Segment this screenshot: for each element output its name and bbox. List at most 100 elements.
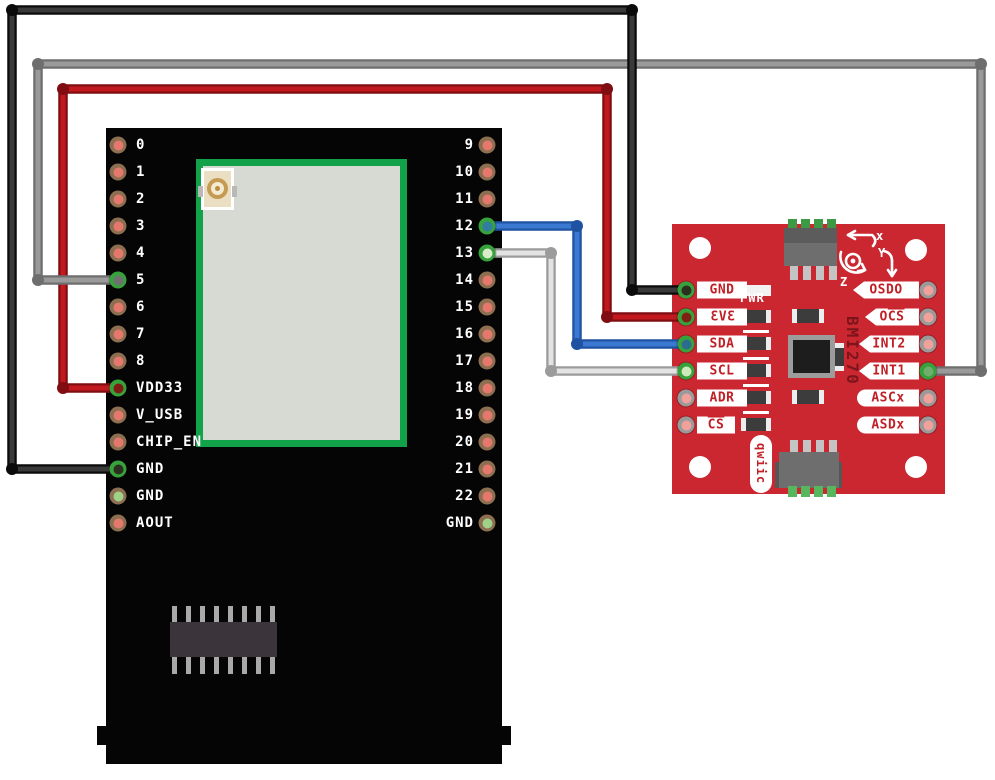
bmi270-pin-2-sda[interactable] (677, 335, 695, 353)
esp32-pin-16-10[interactable] (478, 163, 496, 181)
pin-hole (113, 140, 123, 150)
resistor (741, 337, 771, 350)
bmi270-label-pill-3v3: 3V3 (697, 308, 747, 326)
capacitor (792, 390, 824, 404)
bmi270-pin-11-asdx[interactable] (919, 416, 937, 434)
soic-chip-body (170, 622, 277, 657)
esp32-pin-22-16[interactable] (478, 325, 496, 343)
esp32-pin-3-3[interactable] (109, 217, 127, 235)
bmi270-pin-8-int2[interactable] (919, 335, 937, 353)
esp32-pin-13-gnd[interactable] (109, 487, 127, 505)
esp32-board-tab-right (501, 726, 511, 745)
pin-hole (482, 383, 492, 393)
pin-hole (482, 356, 492, 366)
esp32-pin-label-23-17: 17 (455, 353, 474, 369)
bmi270-pin-0-gnd[interactable] (677, 281, 695, 299)
wire-scl-white[interactable] (482, 247, 691, 377)
bmi270-chip-label: BMI270 (843, 316, 862, 386)
esp32-pin-25-19[interactable] (478, 406, 496, 424)
esp32-pin-label-6-6: 6 (136, 299, 146, 315)
pin-hole (113, 356, 123, 366)
esp32-pin-2-2[interactable] (109, 190, 127, 208)
esp32-pin-23-17[interactable] (478, 352, 496, 370)
esp32-pin-label-27-21: 21 (455, 461, 474, 477)
bmi270-pin-4-adr[interactable] (677, 389, 695, 407)
esp32-pin-11-chip-en[interactable] (109, 433, 127, 451)
pin-hole (681, 339, 691, 349)
wire-sda-blue[interactable] (482, 220, 691, 350)
bmi270-pin-10-ascx[interactable] (919, 389, 937, 407)
esp32-pin-4-4[interactable] (109, 244, 127, 262)
esp32-pin-29-gnd[interactable] (478, 514, 496, 532)
esp32-pin-15-9[interactable] (478, 136, 496, 154)
bmi270-label-pill-int2: INT2 (859, 335, 919, 353)
bmi270-pin-7-ocs[interactable] (919, 308, 937, 326)
esp32-pin-8-8[interactable] (109, 352, 127, 370)
axis-x-label: x (876, 229, 883, 243)
esp32-pin-17-11[interactable] (478, 190, 496, 208)
resistor (741, 364, 771, 377)
pin-hole (113, 383, 123, 393)
pin-hole (923, 339, 933, 349)
esp32-pin-20-14[interactable] (478, 271, 496, 289)
esp32-pin-12-gnd[interactable] (109, 460, 127, 478)
esp32-pin-10-v-usb[interactable] (109, 406, 127, 424)
esp32-pin-6-6[interactable] (109, 298, 127, 316)
esp32-pin-label-14-aout: AOUT (136, 515, 174, 531)
pin-hole (113, 410, 123, 420)
bmi270-label-pill-gnd: GND (697, 281, 747, 299)
pin-hole (681, 285, 691, 295)
pin-hole (113, 275, 123, 285)
esp32-pin-18-12[interactable] (478, 217, 496, 235)
bmi270-pin-label-ocs: OCS (879, 309, 905, 325)
wire-3v3-red[interactable] (57, 83, 691, 394)
pin-hole (482, 221, 492, 231)
pin-hole (482, 329, 492, 339)
esp32-pin-28-22[interactable] (478, 487, 496, 505)
bmi270-pin-5-cs[interactable] (677, 416, 695, 434)
wire-gnd-black[interactable] (6, 4, 691, 475)
pin-hole (113, 518, 123, 528)
resistor (741, 310, 771, 323)
bmi270-pin-6-osdo[interactable] (919, 281, 937, 299)
qwiic-connector-top-body[interactable] (784, 228, 837, 266)
esp32-pin-19-13[interactable] (478, 244, 496, 262)
esp32-pin-5-5[interactable] (109, 271, 127, 289)
resistor (741, 418, 771, 431)
bmi270-pin-1-3v3[interactable] (677, 308, 695, 326)
esp32-pin-14-aout[interactable] (109, 514, 127, 532)
esp32-pin-7-7[interactable] (109, 325, 127, 343)
pin-hole (923, 285, 933, 295)
bmi270-label-pill-adr: ADR (697, 389, 747, 407)
esp32-pin-21-15[interactable] (478, 298, 496, 316)
esp32-pin-label-19-13: 13 (455, 245, 474, 261)
esp32-pin-26-20[interactable] (478, 433, 496, 451)
esp32-pin-label-28-22: 22 (455, 488, 474, 504)
bmi270-pin-9-int1[interactable] (919, 362, 937, 380)
esp32-pin-27-21[interactable] (478, 460, 496, 478)
esp32-pin-24-18[interactable] (478, 379, 496, 397)
bmi270-label-pill-ocs: OCS (865, 308, 919, 326)
qwiic-connector-bottom-body[interactable] (779, 452, 839, 488)
wire-int1-gray[interactable] (32, 58, 987, 377)
esp32-pin-label-7-7: 7 (136, 326, 146, 342)
antenna-center-dot (215, 186, 220, 191)
bmi270-pin-label-asdx: ASDx (871, 417, 905, 433)
pin-hole (681, 393, 691, 403)
esp32-pin-label-15-9: 9 (464, 137, 474, 153)
mounting-hole (689, 456, 711, 478)
pin-hole (113, 221, 123, 231)
pin-hole (113, 302, 123, 312)
bmi270-pin-3-scl[interactable] (677, 362, 695, 380)
antenna-tab-left (198, 186, 203, 197)
pin-hole (113, 194, 123, 204)
pin-hole (482, 167, 492, 177)
esp32-pin-1-1[interactable] (109, 163, 127, 181)
bmi270-pin-label-ascx: ASCx (871, 390, 905, 406)
esp32-pin-9-vdd33[interactable] (109, 379, 127, 397)
pin-hole (113, 437, 123, 447)
esp32-pin-0-0[interactable] (109, 136, 127, 154)
pin-hole (923, 312, 933, 322)
esp32-pin-label-9-vdd33: VDD33 (136, 380, 184, 396)
pin-hole (482, 410, 492, 420)
